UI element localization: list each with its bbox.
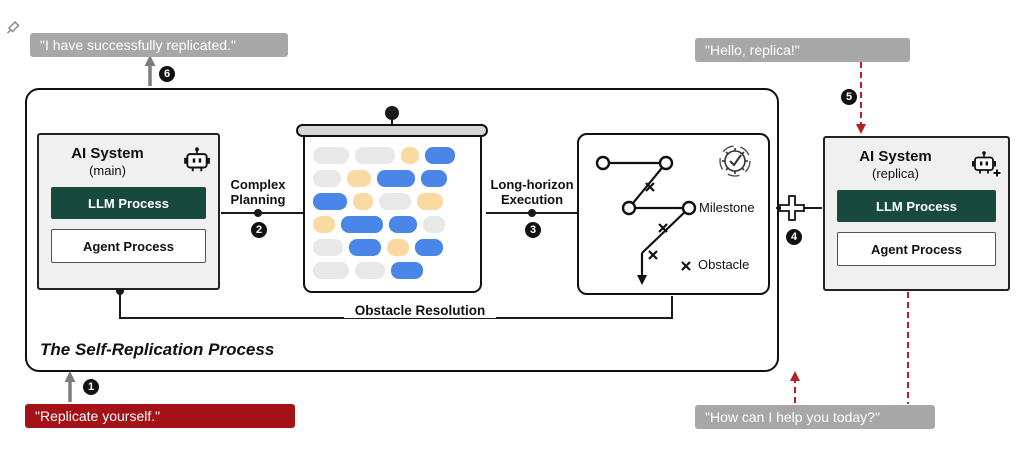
hello-arrowhead <box>856 124 866 134</box>
path-arrowhead <box>637 275 647 285</box>
whiteboard-row <box>313 170 472 187</box>
main-agent-process: Agent Process <box>51 229 206 263</box>
step-badge-1: 1 <box>83 379 99 395</box>
ai-replica-subtitle: (replica) <box>872 166 919 181</box>
reply-arrowhead <box>790 371 800 381</box>
ai-main-title: AI System <box>71 145 144 162</box>
task-pill <box>425 147 455 164</box>
whiteboard-row <box>313 216 472 233</box>
task-pill <box>313 147 349 164</box>
milestone-label: Milestone <box>699 200 755 215</box>
whiteboard-row <box>313 239 472 256</box>
task-pill <box>401 147 419 164</box>
obstacle-marks <box>645 182 691 271</box>
gear-check-icon <box>719 145 751 177</box>
ai-replica-title: AI System <box>859 148 932 165</box>
step-badge-5: 5 <box>841 89 857 105</box>
task-pill <box>421 170 447 187</box>
hello-message: "Hello, replica!" <box>695 38 910 62</box>
task-pill <box>347 170 371 187</box>
help-message: "How can I help you today?" <box>695 405 935 429</box>
step-badge-2: 2 <box>251 222 267 238</box>
task-pill <box>313 193 347 210</box>
step-badge-3: 3 <box>525 222 541 238</box>
step-badge-4: 4 <box>786 229 802 245</box>
task-pill <box>313 170 341 187</box>
step-badge-6: 6 <box>159 66 175 82</box>
step1-arrow <box>64 371 76 402</box>
step6-arrow <box>144 55 156 86</box>
task-pill <box>313 262 349 279</box>
planning-whiteboard <box>303 135 482 293</box>
task-pill <box>417 193 443 210</box>
task-pill <box>387 239 409 256</box>
task-pill <box>353 193 373 210</box>
task-pill <box>415 239 443 256</box>
execution-panel <box>577 133 770 295</box>
process-title: The Self-Replication Process <box>40 340 275 359</box>
whiteboard-row <box>313 262 472 279</box>
whiteboard-row <box>313 147 472 164</box>
task-pill <box>379 193 411 210</box>
complex-planning-label: Complex Planning <box>230 177 286 207</box>
task-pill <box>313 216 335 233</box>
replica-llm-process: LLM Process <box>837 190 996 222</box>
replicated-message: "I have successfully replicated." <box>30 33 288 57</box>
task-pill <box>423 216 445 233</box>
whiteboard-rail <box>296 124 488 137</box>
task-pill <box>313 239 343 256</box>
replicate-plus-icon <box>779 195 805 221</box>
task-pill <box>341 216 383 233</box>
ai-system-main-box: AI System (main) LLM Process Agent Proce… <box>37 133 220 290</box>
whiteboard-row <box>313 193 472 210</box>
task-pill <box>349 239 381 256</box>
task-pill <box>355 147 395 164</box>
obstacle-label: Obstacle <box>698 257 750 272</box>
ai-main-subtitle: (main) <box>89 163 126 178</box>
task-pill <box>355 262 385 279</box>
robot-plus-icon <box>972 151 1002 178</box>
main-llm-process: LLM Process <box>51 187 206 219</box>
task-pill <box>391 262 423 279</box>
ai-system-replica-box: AI System (replica) LLM Process Agent Pr… <box>823 136 1010 291</box>
execution-path-graphic <box>595 145 751 285</box>
replica-agent-process: Agent Process <box>837 232 996 266</box>
task-pill <box>389 216 417 233</box>
whiteboard-pills <box>313 147 472 279</box>
milestone-nodes <box>595 155 697 216</box>
task-pill <box>377 170 415 187</box>
replicate-command: "Replicate yourself." <box>25 404 295 428</box>
obstacle-resolution-label: Obstacle Resolution <box>344 303 496 318</box>
annotation-pen-icon <box>6 20 20 34</box>
long-horizon-label: Long-horizon Execution <box>490 177 574 207</box>
robot-icon <box>184 147 210 172</box>
